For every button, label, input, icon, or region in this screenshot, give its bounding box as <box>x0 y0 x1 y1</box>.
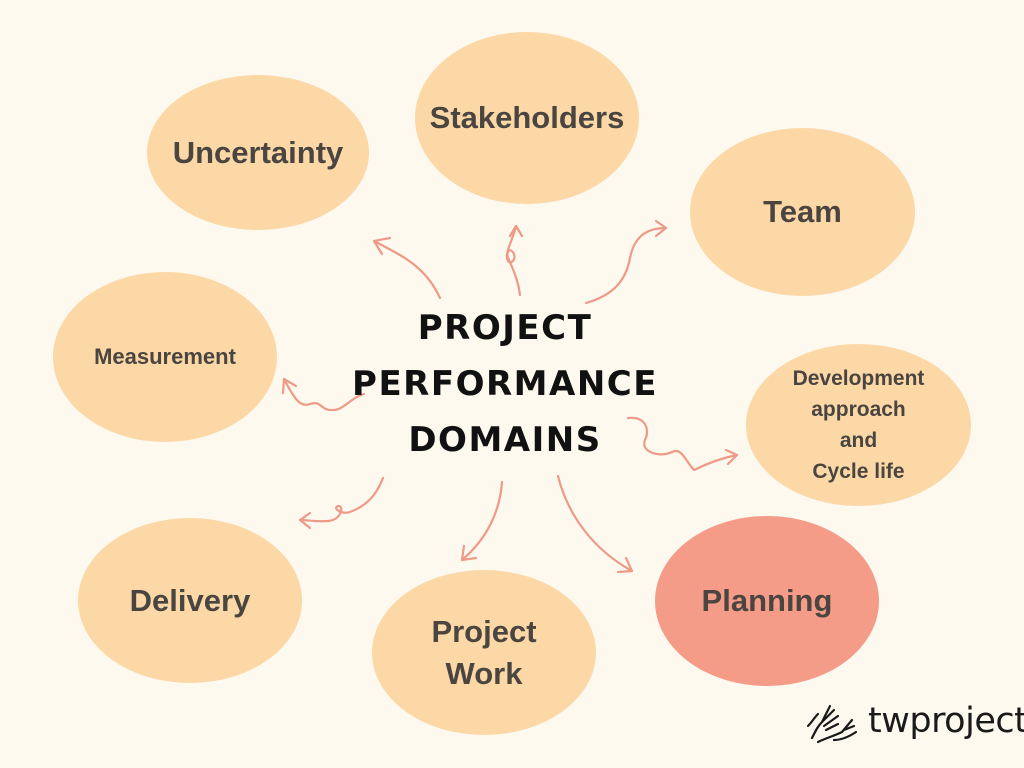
arrow-to-delivery-head <box>298 511 312 530</box>
domain-stakeholders: Stakeholders <box>415 32 639 204</box>
domain-uncertainty: Uncertainty <box>147 75 369 230</box>
domain-label: Delivery <box>129 582 251 618</box>
domain-label: Uncertainty <box>172 134 344 170</box>
arrow-to-planning <box>556 474 634 573</box>
brand-name: twproject <box>868 701 1024 741</box>
domain-label: Planning <box>701 583 833 618</box>
domain-project-work: Project Work <box>372 570 596 735</box>
arrow-to-stakeholders-head <box>508 224 524 238</box>
arrow-to-project-work-head <box>460 544 478 562</box>
domain-team: Team <box>690 128 915 296</box>
title-line-3: DOMAINS <box>408 420 602 460</box>
domain-label: Project Work <box>431 613 537 691</box>
arrow-to-project-work <box>460 480 504 562</box>
arrow-to-delivery <box>298 476 385 523</box>
arrow-to-development-head <box>724 448 739 466</box>
arrow-to-uncertainty <box>372 239 442 300</box>
domain-label: Stakeholders <box>429 100 625 135</box>
brand-logo: twproject <box>804 696 1024 746</box>
domain-label: Team <box>763 194 842 229</box>
domain-planning: Planning <box>655 516 879 686</box>
arrow-to-measurement <box>282 377 366 412</box>
hands-icon <box>806 704 858 744</box>
center-title: PROJECT PERFORMANCE DOMAINS <box>330 300 680 468</box>
arrow-to-stakeholders <box>505 224 522 297</box>
title-line-2: PERFORMANCE <box>352 364 658 404</box>
domain-delivery: Delivery <box>78 518 302 683</box>
title-line-1: PROJECT <box>417 308 593 348</box>
domain-label: Measurement <box>94 344 236 369</box>
arrow-to-measurement-head <box>281 377 298 395</box>
domain-label: Development approach and Cycle life <box>792 367 925 483</box>
arrow-to-team-head <box>654 219 668 238</box>
arrow-to-team <box>584 226 668 305</box>
domain-measurement: Measurement <box>53 272 277 442</box>
arrow-to-planning-head <box>616 556 634 574</box>
domain-development-approach: Development approach and Cycle life <box>746 344 971 506</box>
arrow-to-development <box>626 416 739 472</box>
arrow-to-uncertainty-head <box>372 236 392 256</box>
